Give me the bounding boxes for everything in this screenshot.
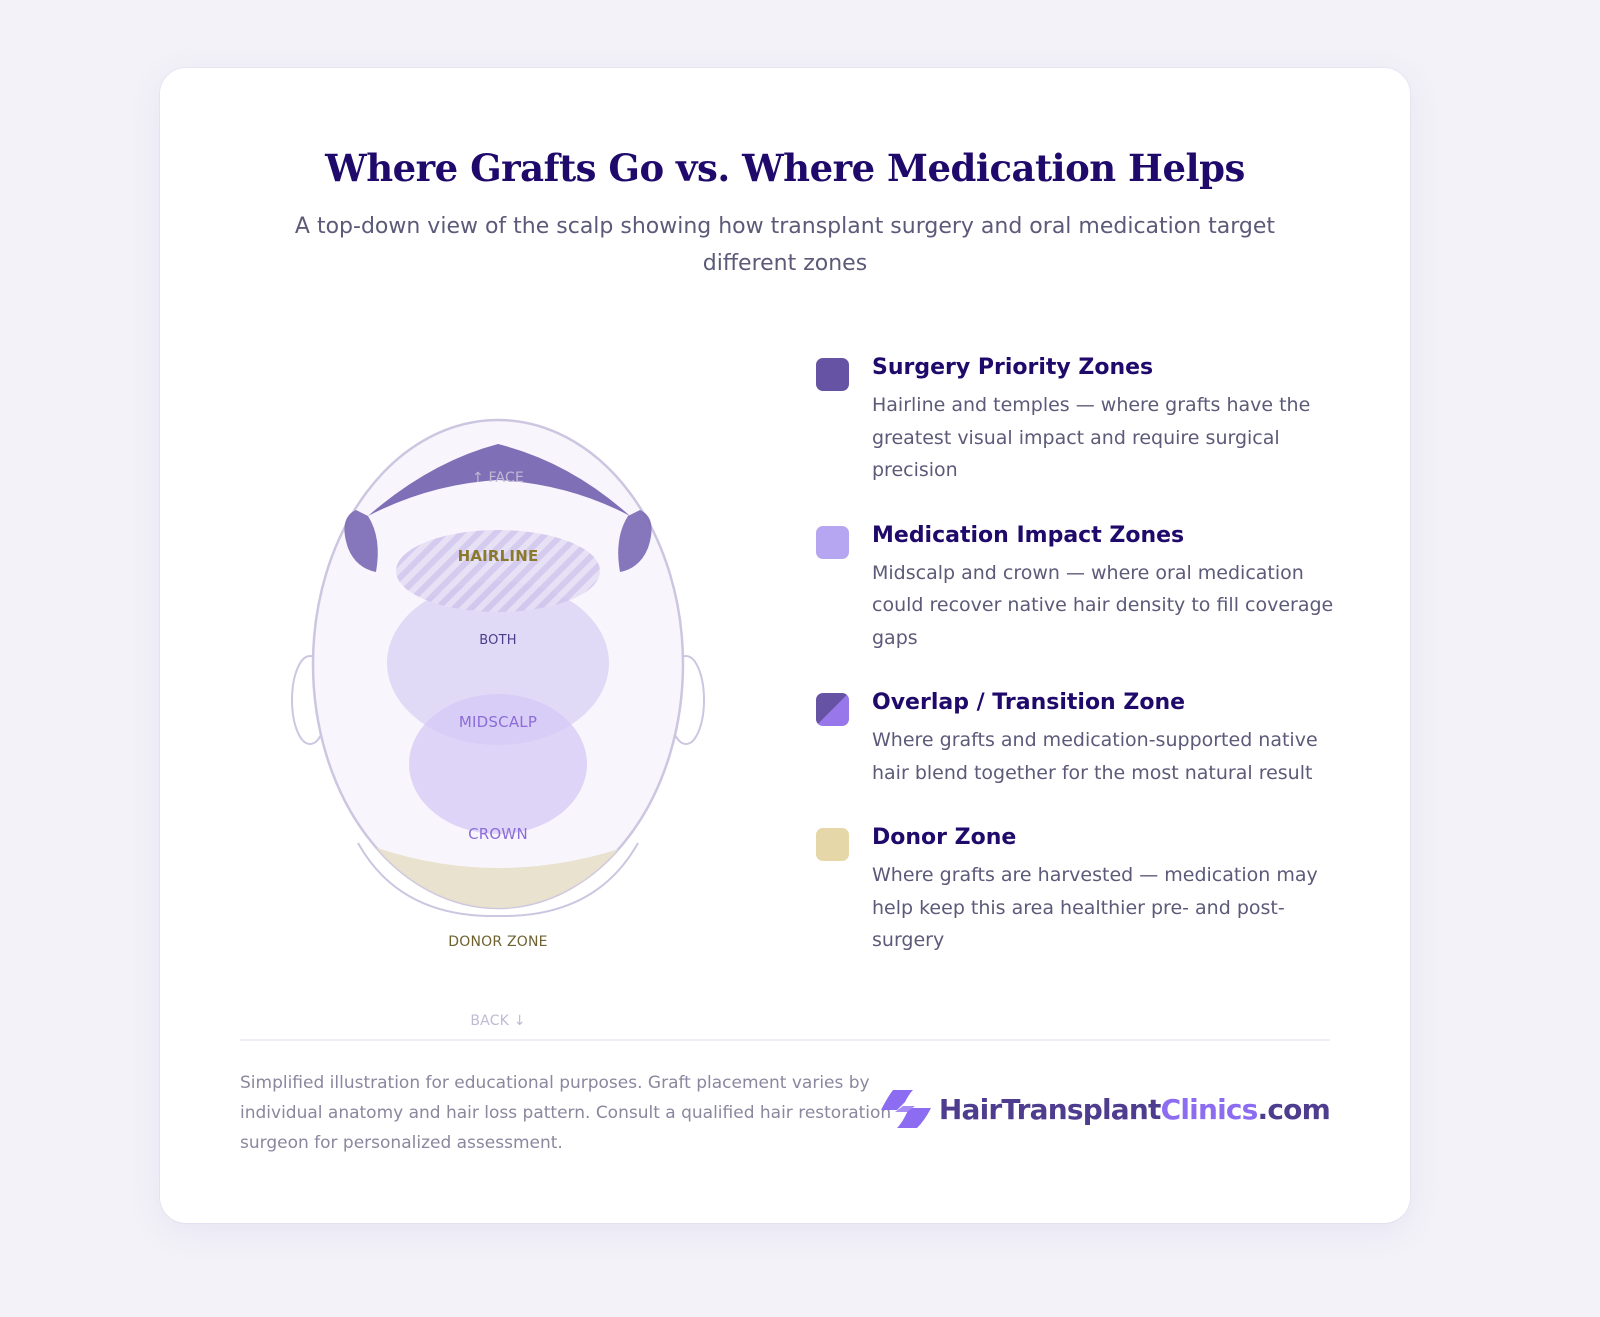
legend-title: Surgery Priority Zones [872, 355, 1154, 380]
both-label: BOTH [479, 633, 517, 648]
brand-name: HairTransplantClinics.com [938, 1092, 1331, 1126]
donor-swatch-icon [816, 828, 849, 861]
page-subtitle: A top-down view of the scalp showing how… [294, 214, 1276, 276]
crown-zone-shape [409, 694, 587, 834]
legend-item-medication: Medication Impact Zones Midscalp and cro… [816, 521, 1346, 655]
overlap-swatch-icon [816, 693, 849, 726]
brand-name-part2: Clinics [1160, 1092, 1259, 1126]
legend-title: Overlap / Transition Zone [872, 690, 1186, 715]
legend-item-overlap: Overlap / Transition Zone Where grafts a… [816, 688, 1346, 789]
right-temple-shape [618, 510, 652, 572]
footer-divider [240, 1039, 1330, 1041]
scalp-illustration [291, 418, 705, 918]
scalp-diagram: ↑ FACE HAIRLINE BOTH MIDSCALP CROWN DONO… [280, 388, 720, 1029]
surgery-swatch-icon [816, 358, 849, 391]
donor-zone-label: DONOR ZONE [448, 934, 548, 950]
legend-description: Where grafts and medication-supported na… [872, 729, 1318, 784]
legend-description: Midscalp and crown — where oral medicati… [872, 561, 1334, 649]
legend-item-surgery: Surgery Priority Zones Hairline and temp… [816, 353, 1346, 487]
legend-item-donor: Donor Zone Where grafts are harvested — … [816, 823, 1346, 957]
back-direction-label: BACK ↓ [470, 1013, 526, 1029]
infographic-card: Where Grafts Go vs. Where Medication Hel… [160, 68, 1410, 1223]
disclaimer-text: Simplified illustration for educational … [240, 1073, 892, 1153]
page-title: Where Grafts Go vs. Where Medication Hel… [325, 146, 1245, 190]
left-temple-shape [344, 510, 378, 572]
legend-description: Where grafts are harvested — medication … [872, 864, 1318, 951]
overlap-zone-shape [396, 530, 600, 612]
hairline-label: HAIRLINE [457, 547, 539, 565]
hairline-zone-shape [368, 444, 630, 516]
midscalp-zone-shape [387, 581, 609, 745]
brand-name-part1: HairTransplant [938, 1092, 1162, 1126]
brand-mark-icon [880, 1090, 931, 1128]
legend-title: Medication Impact Zones [872, 522, 1185, 548]
legend-description: Hairline and temples — where grafts have… [872, 394, 1311, 481]
brand-logo[interactable]: HairTransplantClinics.com [879, 1087, 1331, 1131]
legend-title: Donor Zone [872, 825, 1017, 850]
face-direction-label: ↑ FACE [471, 470, 525, 486]
midscalp-label: MIDSCALP [458, 713, 538, 731]
brand-name-part3: .com [1257, 1092, 1331, 1126]
legend: Surgery Priority Zones Hairline and temp… [816, 353, 1346, 991]
medication-swatch-icon [816, 525, 849, 559]
crown-label: CROWN [468, 825, 528, 843]
